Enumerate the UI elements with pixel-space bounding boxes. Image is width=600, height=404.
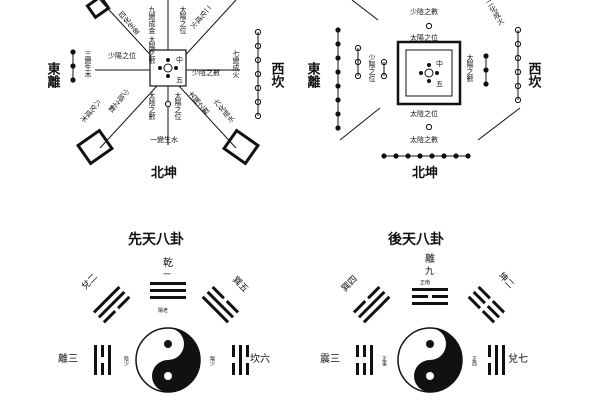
- kan-trigram: [232, 345, 249, 375]
- mini-left-l: 陰少: [123, 355, 129, 366]
- text-r-n-a: 少陰之數: [410, 7, 438, 16]
- bottom-left-diagram: 先天八卦 乾 一: [58, 231, 270, 393]
- label-east-2: 東離: [305, 61, 321, 89]
- left-name-r: 震三: [320, 353, 340, 365]
- text-se: 六化成水: [211, 97, 236, 124]
- zhen-trigram: [356, 345, 373, 375]
- text-sw: 八化成木: [78, 97, 103, 124]
- ur-name-r: 坤二: [496, 270, 517, 291]
- label-west-1: 西坎: [269, 62, 285, 89]
- mini-top-r: 正南: [420, 279, 430, 286]
- top-num-l: 一: [163, 270, 171, 279]
- text-sw-b: 少陰之數: [106, 87, 131, 114]
- li-trigram: [94, 345, 111, 375]
- right-name-r: 兌七: [508, 353, 528, 365]
- title-houtian: 後天八卦: [388, 231, 444, 248]
- center-char-2: 五: [176, 76, 183, 84]
- text-s-c: 一變生水: [150, 135, 178, 144]
- xun-trigram: [201, 285, 240, 324]
- text-r-s-a: 太陰之位: [410, 109, 438, 118]
- li-trigram-r: [412, 288, 448, 305]
- mini-left-r: 正東: [381, 356, 387, 367]
- text-r-ne: 二化成火: [485, 0, 506, 26]
- mini-right-r: 正西: [471, 356, 477, 367]
- text-r-n-b: 太陽之位: [410, 33, 438, 42]
- top-name-r: 離: [425, 252, 435, 265]
- top-left-diagram: 中 五 九變成金 太陽之位 太陽之數 四化生金 二化成火 三變生木 少陽之位 少…: [45, 0, 285, 181]
- qian-trigram: [150, 282, 186, 299]
- text-r-w-a: 少陽之位: [368, 54, 376, 82]
- left-name-l: 離三: [58, 352, 78, 365]
- center-char-r1: 中: [436, 59, 443, 68]
- yinyang-l: [135, 327, 201, 393]
- text-s-b: 太陰之數: [148, 91, 156, 121]
- label-east-1: 東離: [45, 61, 61, 89]
- mini-top-l: 陽老: [158, 307, 168, 314]
- top-num-r: 九: [425, 266, 434, 277]
- text-e-a: 少陰之數: [192, 68, 220, 77]
- top-right-diagram: 中 五 少陰之數 太陽之位 少陽之位 太陽之數 二化成火 太陰之位 太陰之數: [305, 0, 542, 181]
- ul-name-l: 兌二: [79, 272, 100, 293]
- text-e-b: 七變成火: [232, 49, 240, 78]
- text-s-a: 太陽之位: [174, 91, 182, 120]
- xun-trigram-r: [352, 285, 391, 324]
- right-name-l: 坎六: [250, 352, 270, 365]
- center-char-r2: 五: [436, 80, 443, 88]
- dui-trigram-r: [488, 345, 505, 375]
- kun-trigram-r: [467, 285, 506, 324]
- text-n-low: 太陽之數: [148, 35, 156, 65]
- text-r-s-b: 太陰之數: [410, 135, 438, 144]
- label-south-2: 北坤: [412, 165, 438, 181]
- text-se-b: 太陽之數: [186, 89, 211, 117]
- center-text-r: 中宮: [424, 362, 436, 370]
- label-south-1: 北坤: [151, 165, 177, 181]
- center-char-1: 中: [176, 55, 183, 64]
- ur-name-l: 巽五: [230, 274, 251, 295]
- bottom-right-diagram: 後天八卦 離 九 正南: [320, 231, 528, 393]
- title-xiantian: 先天八卦: [128, 231, 184, 248]
- text-n-mid: 太陽之位: [179, 5, 187, 34]
- text-ne: 二化成火: [189, 3, 213, 30]
- yinyang-r: 中宮: [397, 327, 463, 393]
- text-w-a: 三變生木: [84, 50, 92, 79]
- top-name-l: 乾: [163, 256, 173, 269]
- text-n-upper: 九變成金: [148, 5, 156, 34]
- ul-name-r: 巽四: [339, 274, 360, 295]
- text-r-e-a: 太陽之數: [466, 53, 474, 83]
- label-west-2: 西坎: [526, 62, 542, 89]
- dui-trigram: [92, 285, 131, 324]
- text-w-b: 少陽之位: [108, 51, 136, 60]
- mini-right-l: 陽少: [209, 355, 215, 366]
